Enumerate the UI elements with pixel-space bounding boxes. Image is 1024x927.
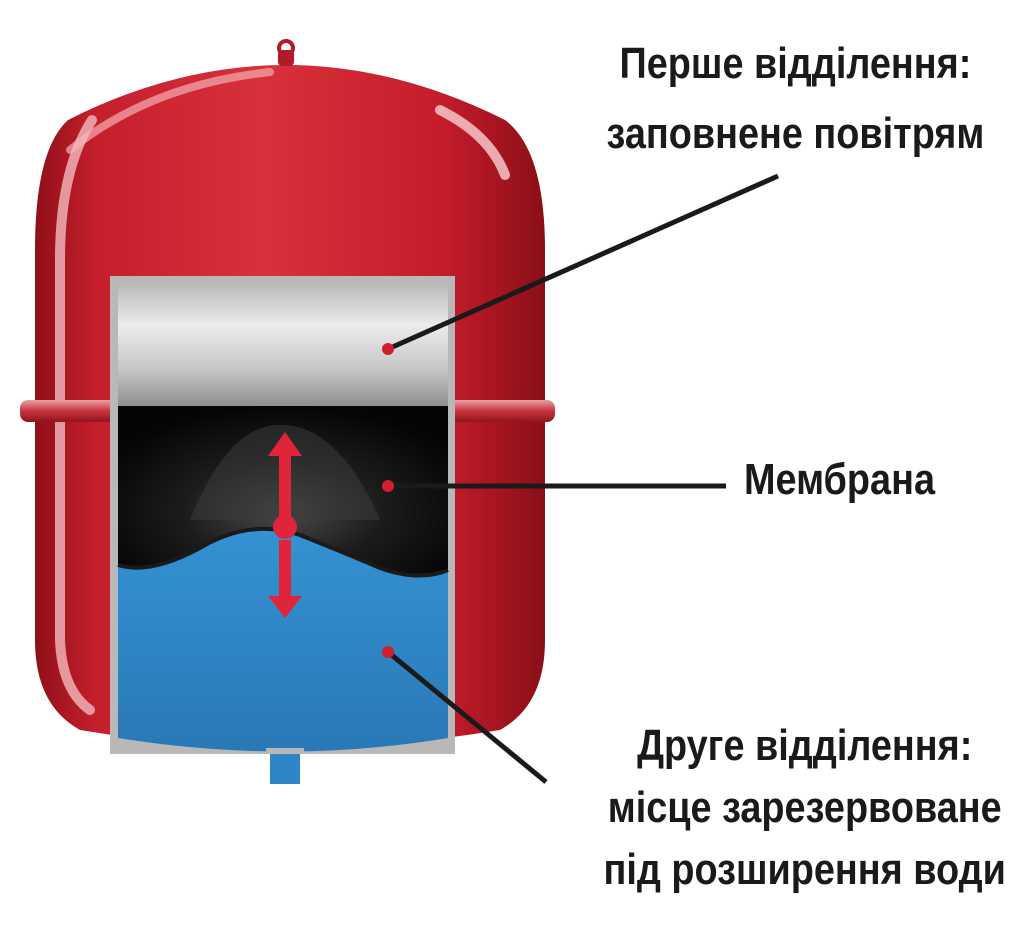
outlet-pipe	[270, 752, 300, 784]
highlight-top-right	[435, 105, 510, 180]
arrow-up-shaft	[279, 448, 291, 518]
label-first-line-2: заповнене повітрям	[606, 109, 984, 158]
leader-membrane	[382, 480, 726, 492]
highlight-left	[55, 115, 97, 715]
arrow-up-head	[268, 432, 302, 456]
leader-second	[382, 646, 548, 784]
label-second-line-1: Друге відділення:	[637, 721, 973, 770]
label-first-line-1: Перше відділення:	[619, 39, 971, 88]
arrow-down-head	[268, 596, 302, 618]
label-second-line-2: місце зарезервоване	[607, 783, 1002, 832]
membrane-motion-arrows	[268, 432, 302, 618]
label-first-compartment: Перше відділення: заповнене повітрям	[606, 42, 984, 182]
outlet-collar	[266, 748, 304, 754]
highlight-top-left	[66, 68, 274, 154]
leader-first	[382, 173, 780, 355]
arrow-center-dot	[273, 515, 297, 539]
air-compartment	[118, 282, 448, 406]
membrane-line	[117, 526, 449, 578]
label-membrane: Мембрана	[744, 455, 936, 504]
arrow-down-shaft	[279, 540, 291, 598]
label-second-line-3: під розширення води	[603, 845, 1006, 894]
top-valve-ring	[277, 39, 295, 57]
label-second-compartment: Друге відділення: місце зарезервоване пі…	[604, 724, 1006, 910]
water-compartment	[118, 528, 448, 752]
